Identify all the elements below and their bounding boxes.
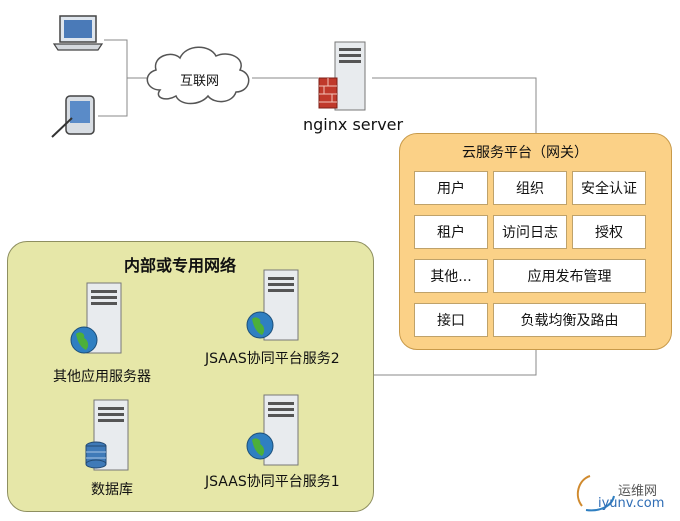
server-label-jsaas-2: JSAAS协同平台服务2	[205, 351, 340, 367]
watermark-url: iyunv.com	[598, 496, 665, 511]
server-label-jsaas-1: JSAAS协同平台服务1	[205, 474, 340, 490]
internet-label: 互联网	[180, 74, 220, 89]
gateway-cell-app-publish: 应用发布管理	[493, 259, 646, 293]
gateway-cell-tenant: 租户	[414, 215, 488, 249]
lan-title: 内部或专用网络	[124, 256, 237, 275]
server-label-other: 其他应用服务器	[53, 369, 151, 385]
gateway-cell-load-balance: 负载均衡及路由	[493, 303, 646, 337]
gateway-cell-org: 组织	[493, 171, 567, 205]
watermark-brand: 运维网	[618, 484, 658, 499]
server-label-database: 数据库	[91, 482, 133, 498]
gateway-cell-auth: 授权	[572, 215, 646, 249]
gateway-cell-security: 安全认证	[572, 171, 646, 205]
gateway-cell-interface: 接口	[414, 303, 488, 337]
gateway-cell-access-log: 访问日志	[493, 215, 567, 249]
gateway-cell-user: 用户	[414, 171, 488, 205]
gateway-cell-other: 其他...	[414, 259, 488, 293]
gateway-title: 云服务平台（网关）	[462, 145, 588, 161]
lan-panel	[7, 241, 374, 512]
nginx-label: nginx server	[303, 115, 404, 134]
